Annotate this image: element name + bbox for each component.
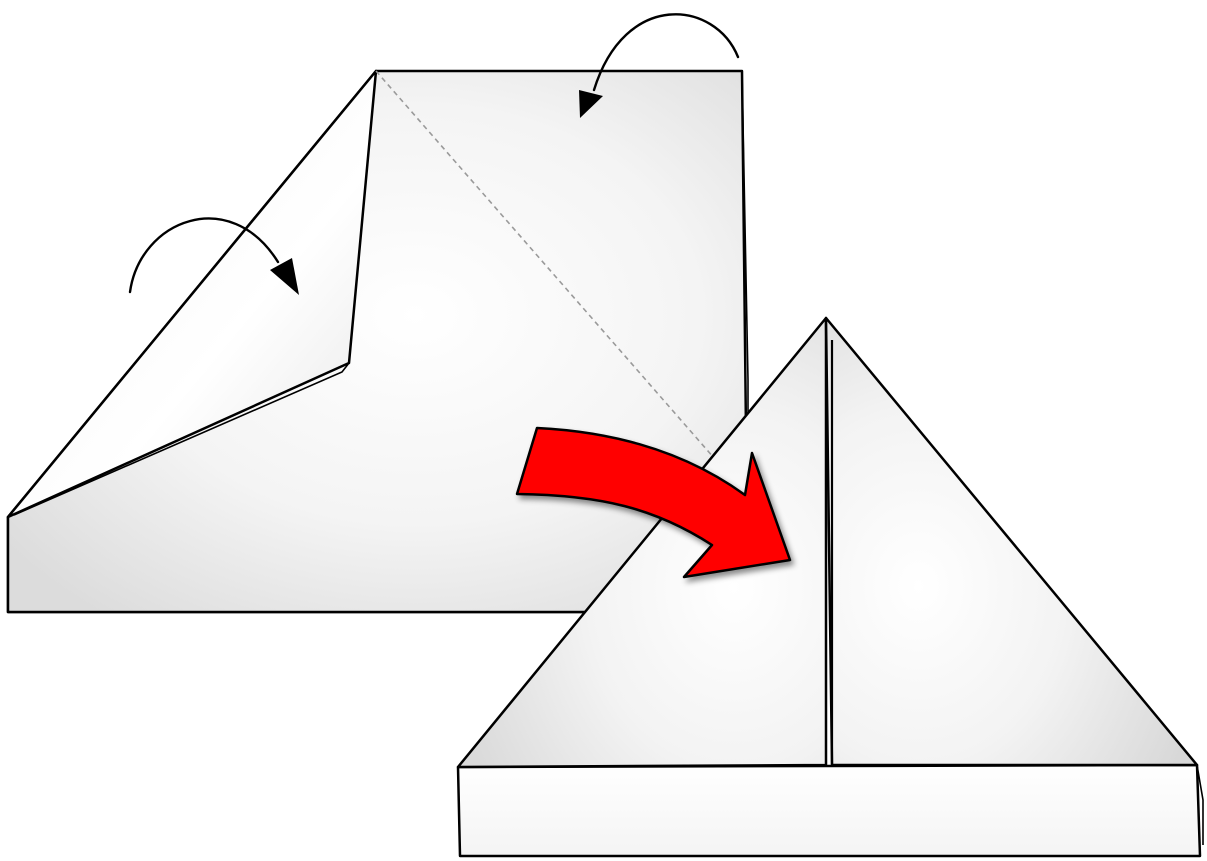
hat-band [458,765,1200,856]
hat-right-face [826,318,1197,765]
step-fold-corners [8,14,748,612]
right-panel [8,71,748,612]
